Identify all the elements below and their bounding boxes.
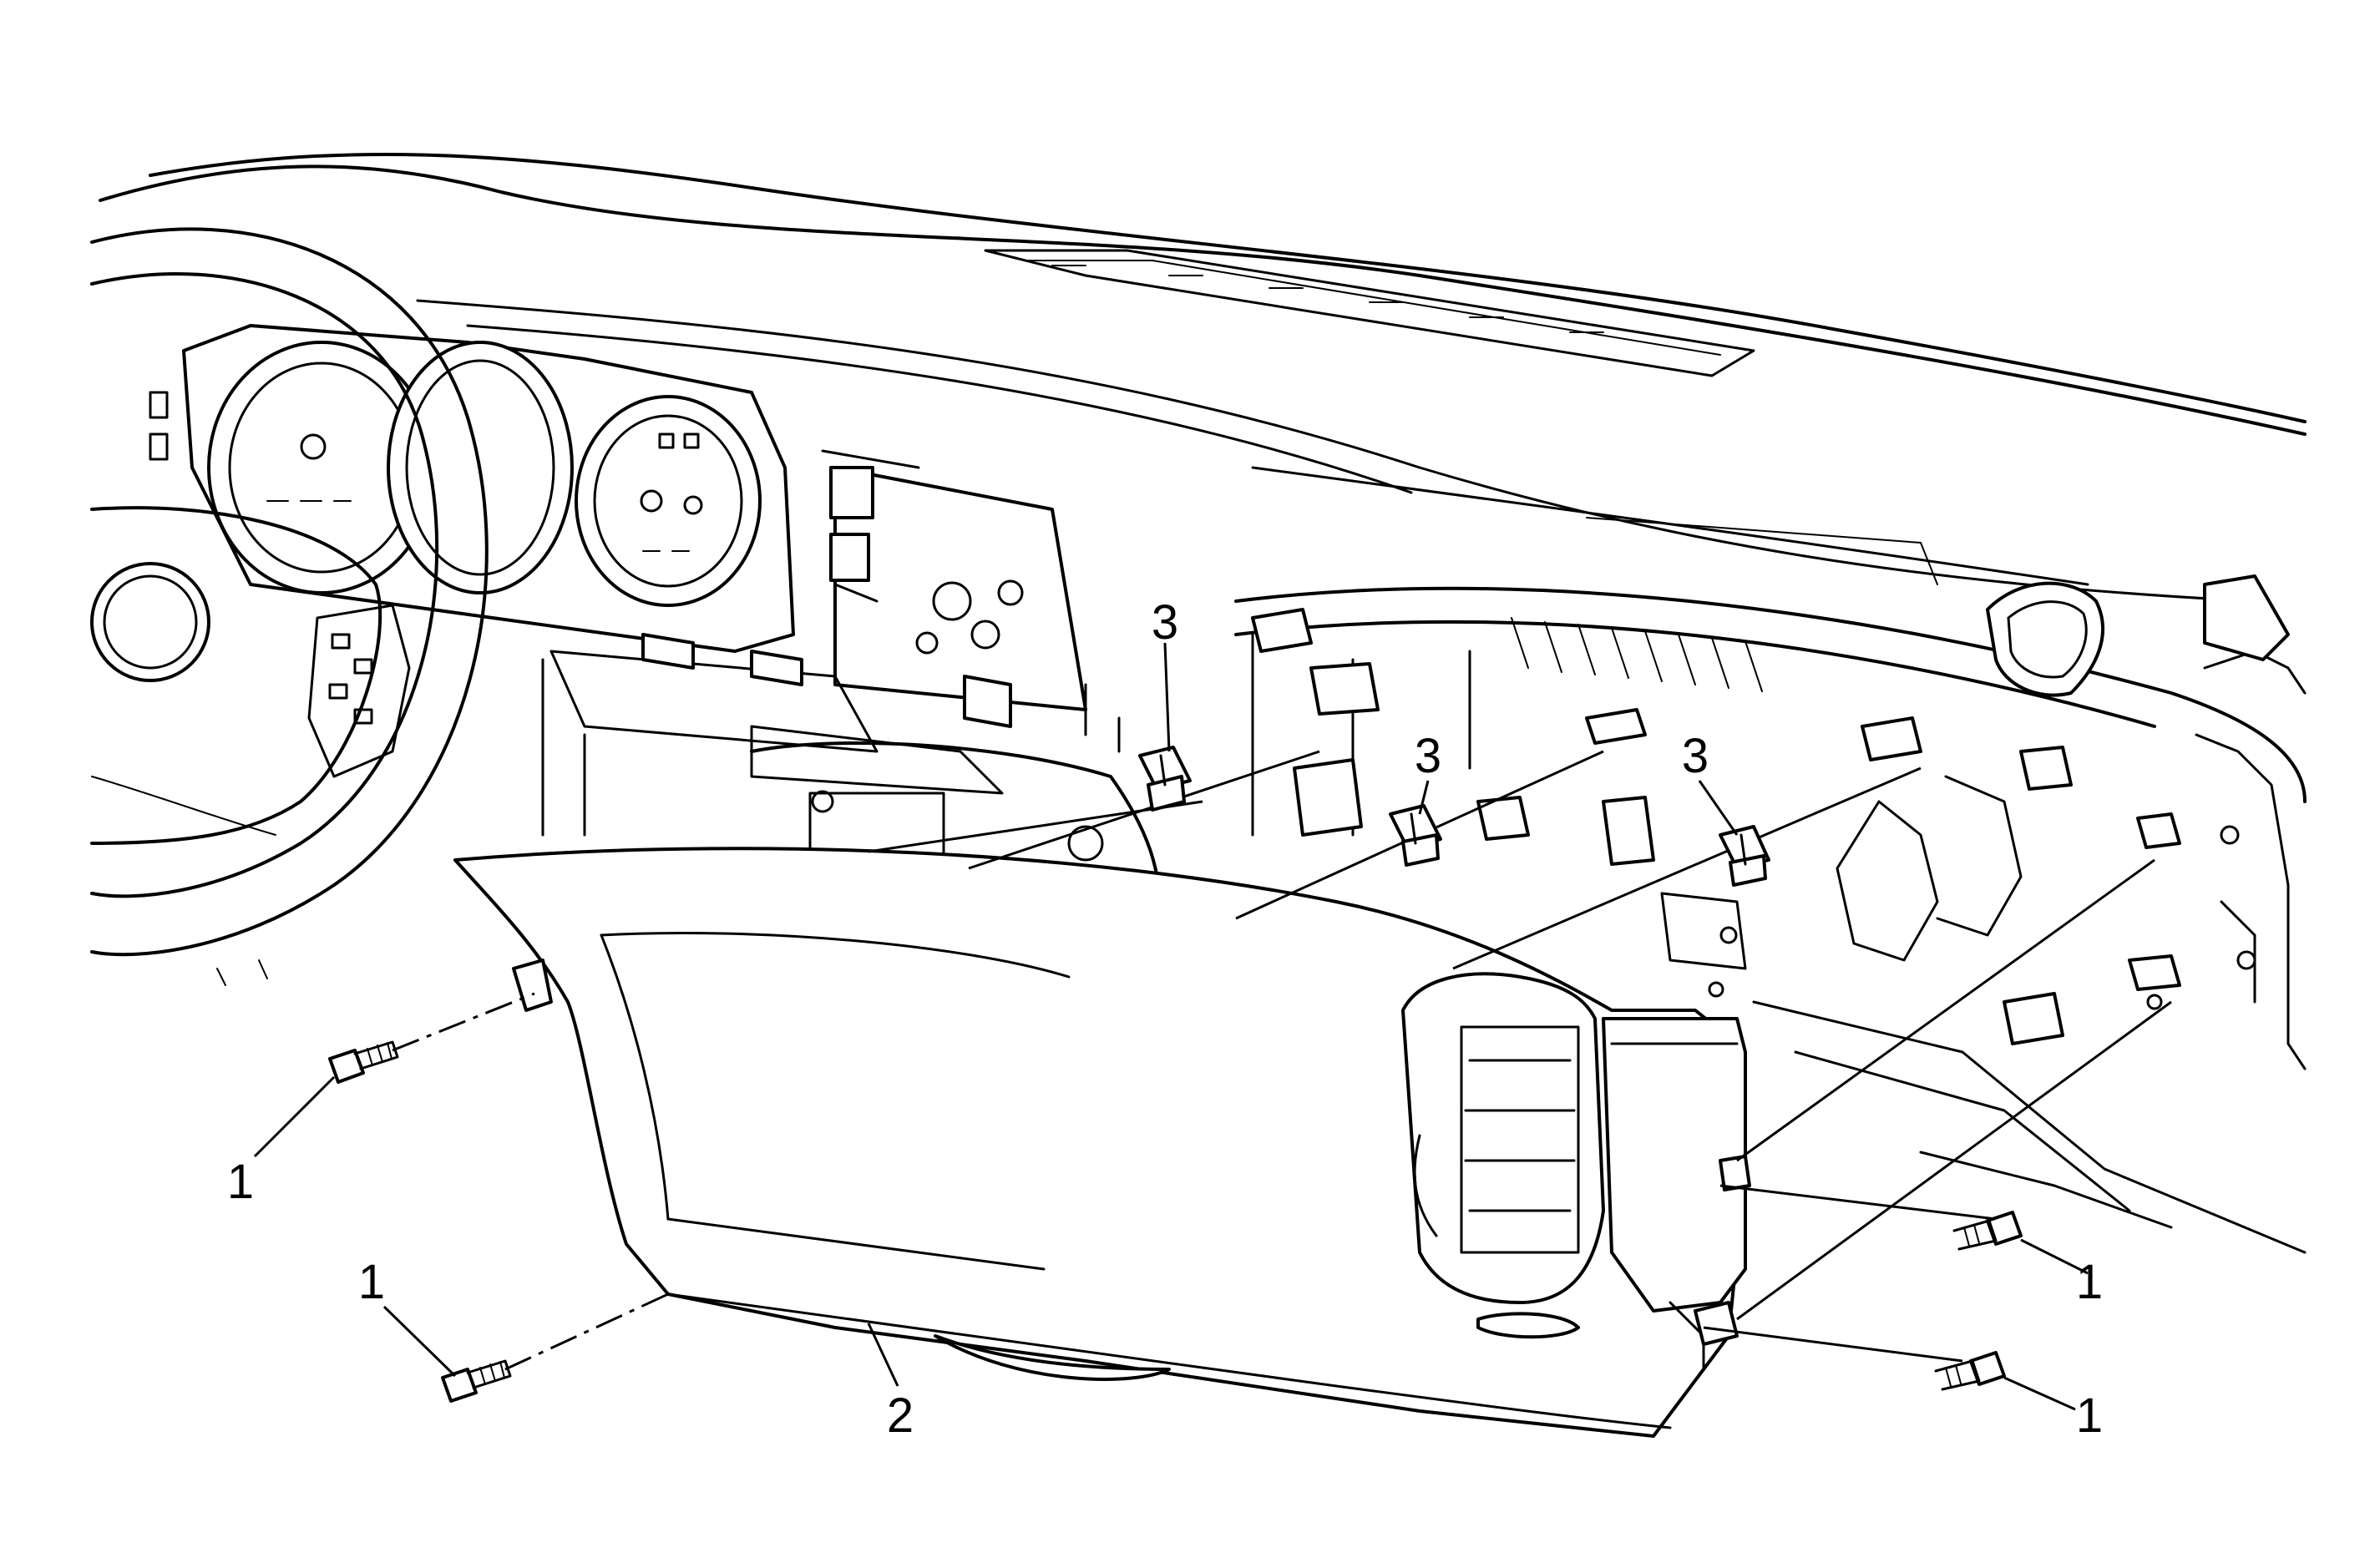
screw-lower-left <box>441 1359 512 1403</box>
fuel-gauge <box>575 395 762 607</box>
horn-pad <box>90 562 210 682</box>
screw-upper-left <box>328 1040 399 1084</box>
dashboard-top <box>99 152 2307 603</box>
screw-right-upper <box>1952 1211 2023 1251</box>
steering-wheel <box>90 227 489 986</box>
axis-line-lower-left <box>504 1292 669 1371</box>
center-stack <box>541 449 1162 920</box>
screw-right-lower <box>1934 1351 2006 1391</box>
retainer-clip-2 <box>1389 804 1442 867</box>
callout-clip-2: 3 <box>1415 729 1441 783</box>
instrument-panel-trim <box>453 847 1751 1438</box>
instrument-cluster <box>149 324 795 653</box>
side-air-outlet <box>1986 574 2290 697</box>
steering-wheel-controls <box>307 604 411 778</box>
callout-screw-lower-left: 1 <box>358 1255 385 1309</box>
callout-screw-right-upper: 1 <box>2076 1255 2103 1309</box>
callout-screw-upper-left: 1 <box>227 1155 254 1209</box>
retainer-clip-1 <box>1138 746 1192 812</box>
leader-lines <box>253 642 2089 1411</box>
callout-screw-right-lower: 1 <box>2076 1389 2103 1443</box>
callout-trim-panel: 2 <box>887 1389 914 1443</box>
axis-line-upper-left <box>392 992 535 1052</box>
callout-clip-1: 3 <box>1152 595 1178 650</box>
retainer-clip-3 <box>1719 825 1770 887</box>
cross-beam-duct <box>1234 586 2307 1254</box>
callout-clip-3: 3 <box>1682 729 1709 783</box>
